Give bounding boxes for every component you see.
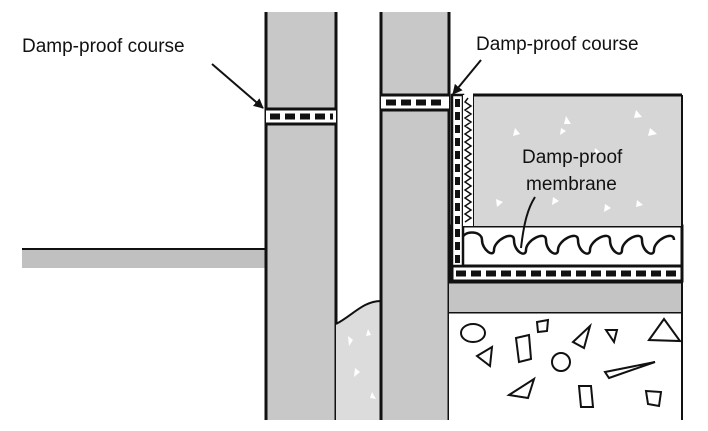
inner-wall-leaf (379, 12, 451, 420)
label-dpm-line1: Damp-proof (522, 147, 623, 168)
leader-arrow-left (211, 63, 264, 109)
outer-wall-leaf (264, 12, 338, 420)
vertical-dpm-edge (450, 93, 473, 268)
blinding-layer (449, 280, 682, 312)
outer-dpc-band (266, 107, 336, 126)
external-ground (22, 248, 266, 268)
label-dpc-left: Damp-proof course (22, 36, 185, 57)
floor-insulation (450, 224, 684, 268)
cavity-fill (335, 300, 382, 420)
inner-dpc-band (381, 93, 449, 112)
leader-arrow-right (452, 59, 482, 95)
leader-line-dpm (520, 196, 536, 249)
label-dpc-right: Damp-proof course (476, 34, 639, 55)
hardcore-sub-base (449, 310, 683, 420)
damp-proof-membrane (450, 264, 684, 283)
label-dpm-line2: membrane (526, 174, 617, 195)
